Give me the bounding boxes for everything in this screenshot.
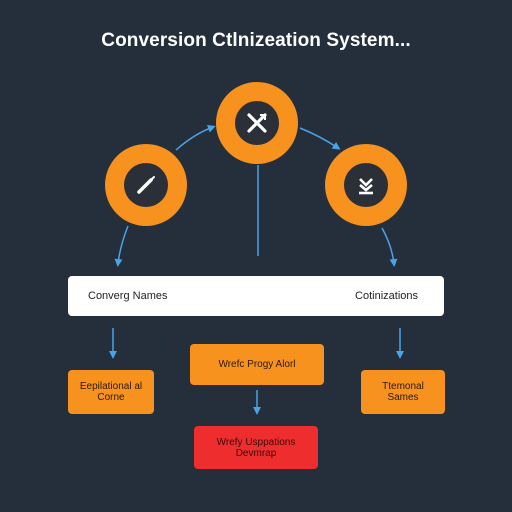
pen-icon [137, 176, 155, 194]
connector-left-to-bar [114, 225, 129, 267]
bottom-box-line2: Devmrap [235, 447, 277, 459]
connector-right-to-bar [381, 227, 398, 267]
left-process-node [105, 144, 187, 226]
left-output-box: Eepilational al Corne [68, 370, 154, 414]
download-check-icon [359, 178, 373, 195]
bottom-box-line1: Wrefy Usppations [216, 436, 296, 448]
bar-right-label: Cotinizations [355, 290, 418, 302]
close-x-icon [247, 113, 267, 133]
right-box-line1: Ttemonal [382, 381, 424, 392]
left-box-line2: Corne [97, 392, 125, 403]
left-box-line1: Eepilational al [79, 381, 143, 392]
connector-top-to-right [299, 127, 341, 150]
right-box-line2: Sames [387, 392, 419, 403]
center-process-box: Wrefc Progy Alorl [190, 344, 324, 385]
right-output-box: Ttemonal Sames [361, 370, 445, 414]
top-process-node [216, 82, 298, 164]
conversion-bar: Converg Names Cotinizations [68, 276, 444, 316]
right-process-node [325, 144, 407, 226]
connector-left-to-top [175, 124, 216, 151]
center-box-label: Wrefc Progy Alorl [218, 359, 296, 370]
bar-left-label: Converg Names [88, 290, 168, 302]
bottom-alert-box: Wrefy Usppations Devmrap [194, 426, 318, 469]
diagram-title: Conversion Ctlnizeation System... [101, 30, 411, 51]
